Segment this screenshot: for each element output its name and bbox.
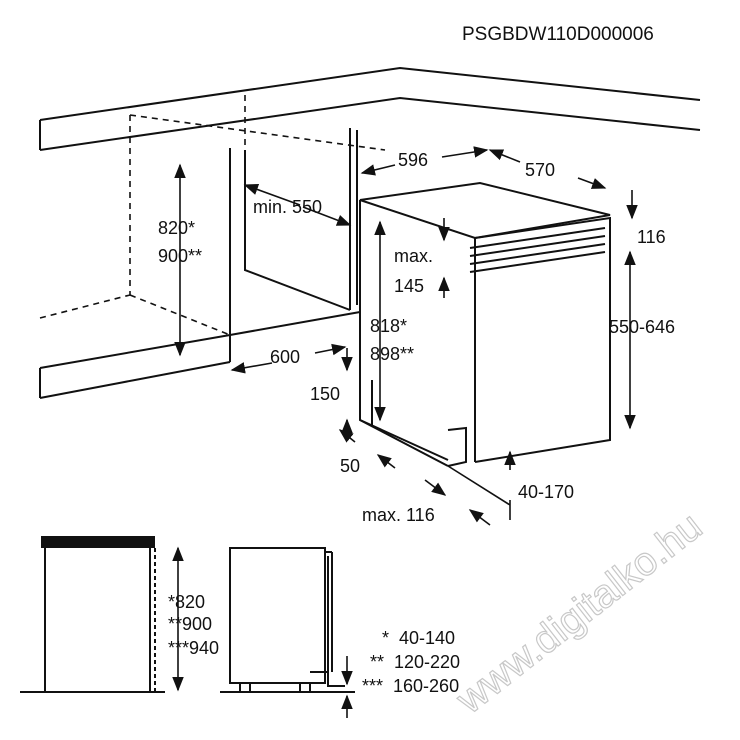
side-view-cabinet xyxy=(20,536,165,693)
label-50: 50 xyxy=(340,456,360,476)
countertop xyxy=(39,66,701,151)
label-40-170: 40-170 xyxy=(518,482,574,502)
watermark-text: www.digitalko.hu xyxy=(448,504,711,723)
label-600: 600 xyxy=(270,347,300,367)
cabinet-walls xyxy=(229,128,358,362)
legend-plinth-1: * 40-140 xyxy=(382,628,455,648)
label-550-646: 550-646 xyxy=(609,317,675,337)
label-898: 898** xyxy=(370,344,414,364)
label-max: max. xyxy=(394,246,433,266)
cabinet-outline xyxy=(39,95,386,336)
legend-plinth-2: ** 120-220 xyxy=(370,652,460,672)
label-818: 818* xyxy=(370,316,407,336)
label-116: 116 xyxy=(637,227,666,247)
label-max-116: max. 116 xyxy=(362,505,435,525)
legend-plinth-3: *** 160-260 xyxy=(362,676,459,696)
label-596: 596 xyxy=(398,150,428,170)
label-900: 900** xyxy=(158,246,202,266)
dimension-arrows xyxy=(174,146,638,526)
label-min-550: min. 550 xyxy=(253,197,322,217)
legend-height-2: **900 xyxy=(168,614,212,634)
side-view-appliance xyxy=(220,547,355,693)
model-code: PSGBDW110D000006 xyxy=(462,24,654,45)
label-820: 820* xyxy=(158,218,195,238)
legend-height-1: *820 xyxy=(168,592,205,612)
label-145: 145 xyxy=(394,276,424,296)
label-570: 570 xyxy=(525,160,555,180)
dishwasher-body xyxy=(359,181,611,467)
label-150: 150 xyxy=(310,384,340,404)
legend-height-3: ***940 xyxy=(168,638,219,658)
